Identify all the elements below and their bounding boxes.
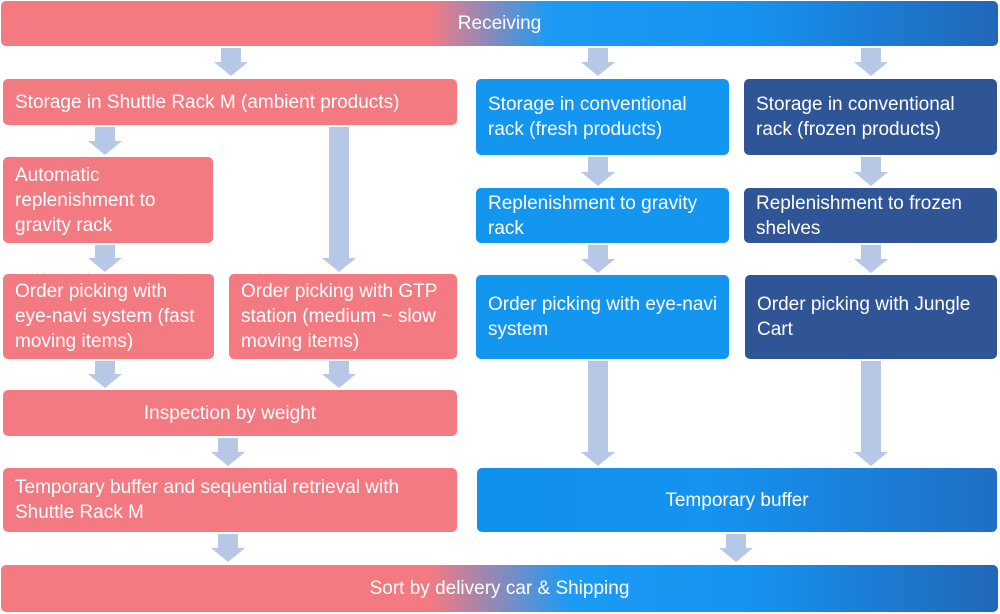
ambient-picking-fast-box: Order picking with eye-navi system (fast… (3, 274, 214, 359)
arrow-ambient-buffer-to-shipping (211, 534, 245, 562)
arrow-fast-picking-to-inspection (88, 361, 122, 388)
frozen-picking-label: Order picking with Jungle Cart (757, 294, 971, 340)
frozen-replenishment-box: Replenishment to frozen shelves (744, 188, 997, 243)
ambient-picking-fast-label: Order picking with eye-navi system (fast… (15, 281, 195, 352)
ambient-storage-box: Storage in Shuttle Rack M (ambient produ… (3, 79, 457, 125)
arrow-ambient-storage-to-replenishment (88, 127, 122, 155)
ambient-buffer-box: Temporary buffer and sequential retrieva… (3, 468, 457, 532)
arrow-gtp-picking-to-inspection (322, 361, 356, 388)
arrow-frozen-replenishment-to-picking (854, 245, 888, 273)
ambient-storage-label: Storage in Shuttle Rack M (ambient produ… (15, 91, 400, 113)
frozen-storage-label: Storage in conventional rack (frozen pro… (756, 94, 955, 140)
frozen-replenishment-label: Replenishment to frozen shelves (756, 192, 962, 239)
receiving-label: Receiving (457, 13, 542, 34)
receiving-band: Receiving (1, 1, 998, 46)
frozen-storage-box: Storage in conventional rack (frozen pro… (744, 79, 997, 155)
fresh-storage-label: Storage in conventional rack (fresh prod… (488, 94, 687, 140)
arrow-ambient-replenishment-to-picking (88, 245, 122, 272)
fresh-picking-box: Order picking with eye-navi system (476, 275, 729, 359)
arrow-inspection-to-buffer (211, 438, 245, 466)
fresh-replenishment-box: Replenishment to gravity rack (476, 188, 729, 243)
arrow-receiving-to-fresh-storage (581, 48, 615, 76)
arrow-receiving-to-ambient-storage (214, 48, 248, 76)
arrow-fresh-picking-to-buffer (581, 361, 615, 466)
ambient-picking-gtp-label: Order picking with GTP station (medium ~… (241, 281, 438, 352)
arrow-temporary-buffer-to-shipping (719, 534, 753, 562)
ambient-picking-gtp-box: Order picking with GTP station (medium ~… (229, 274, 457, 359)
ambient-inspection-box: Inspection by weight (3, 390, 457, 436)
fresh-picking-label: Order picking with eye-navi system (488, 294, 718, 340)
shipping-label: Sort by delivery car & Shipping (369, 578, 630, 599)
temporary-buffer-box: Temporary buffer (477, 468, 997, 532)
fresh-storage-box: Storage in conventional rack (fresh prod… (476, 79, 729, 155)
ambient-replenishment-label: Automatic replenishment to gravity rack (15, 164, 156, 236)
shipping-band: Sort by delivery car & Shipping (1, 565, 998, 612)
arrow-receiving-to-frozen-storage (854, 48, 888, 76)
frozen-picking-box: Order picking with Jungle Cart (745, 275, 997, 359)
arrow-fresh-storage-to-replenishment (581, 157, 615, 186)
arrow-fresh-replenishment-to-picking (581, 245, 615, 273)
temporary-buffer-label: Temporary buffer (665, 489, 809, 511)
ambient-inspection-label: Inspection by weight (143, 402, 317, 424)
arrow-ambient-storage-to-gtp (322, 127, 356, 272)
fresh-replenishment-label: Replenishment to gravity rack (488, 192, 698, 239)
arrow-frozen-picking-to-buffer (854, 361, 888, 466)
ambient-replenishment-box: Automatic replenishment to gravity rack (3, 157, 213, 243)
ambient-buffer-label: Temporary buffer and sequential retrieva… (15, 477, 400, 523)
arrow-frozen-storage-to-replenishment (854, 157, 888, 186)
